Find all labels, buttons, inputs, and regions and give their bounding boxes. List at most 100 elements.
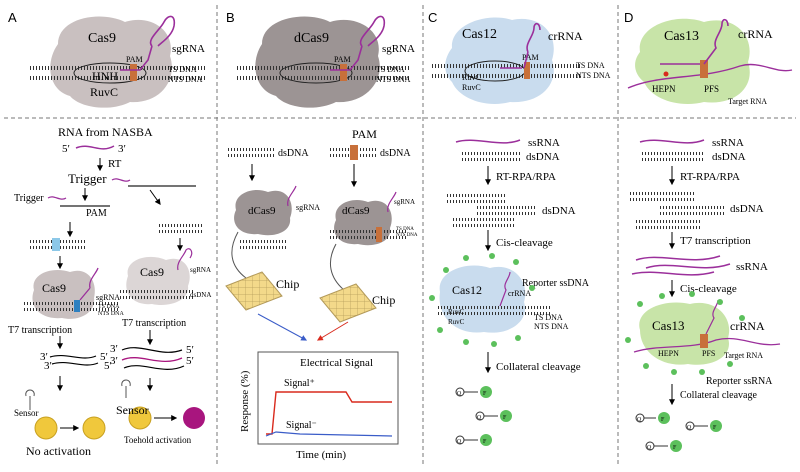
signal-minus-line bbox=[265, 431, 393, 437]
panel-a-letter: A bbox=[8, 10, 17, 25]
sensor-right-label: Sensor bbox=[116, 403, 149, 417]
ts-dna-strand bbox=[30, 66, 205, 70]
chip-right-label: Chip bbox=[372, 293, 395, 307]
crrna-d-label: crRNA bbox=[738, 27, 773, 41]
svg-text:Q: Q bbox=[457, 391, 462, 397]
reporter-ssdna-label: Reporter ssDNA bbox=[522, 278, 590, 289]
svg-text:Q: Q bbox=[637, 417, 642, 423]
trigger-label-2: Trigger bbox=[14, 193, 44, 204]
svg-text:F: F bbox=[713, 425, 717, 431]
dsdna-d2-label: dsDNA bbox=[730, 203, 764, 215]
sensor-left-label: Sensor bbox=[14, 408, 39, 418]
cas9-label: Cas9 bbox=[88, 31, 116, 46]
nts-b-small-label: NTS DNA bbox=[396, 233, 418, 238]
t7-left-label: T7 transcription bbox=[8, 325, 72, 336]
sgrna-hairpin bbox=[120, 15, 176, 71]
reporter-ssrna-label: Reporter ssRNA bbox=[706, 376, 773, 387]
target-rna-label: Target RNA bbox=[728, 97, 767, 106]
svg-text:Q: Q bbox=[457, 439, 462, 445]
toehold-circle bbox=[183, 407, 205, 429]
cleaved-reporter-c1: Q F bbox=[455, 386, 492, 398]
cleaved-reporter-d3: Q F bbox=[645, 440, 682, 452]
panel-d-letter: D bbox=[624, 10, 633, 25]
ts-dna-label: TS DNA bbox=[168, 65, 197, 74]
ssrna-d1-label: ssRNA bbox=[712, 137, 744, 149]
sgrna-right-label: sgRNA bbox=[190, 266, 211, 274]
hepn-label: HEPN bbox=[652, 84, 676, 94]
cas13-protein bbox=[635, 18, 750, 104]
ts-dna-small-label: TS DNA bbox=[98, 304, 120, 310]
panel-c-workflow: ssRNA dsDNA RT-RPA/RPA dsDNA Cis-cleavag… bbox=[429, 137, 590, 446]
right-5prime-b: 5′ bbox=[186, 355, 194, 367]
pfs-label: PFS bbox=[704, 84, 719, 94]
nasba-title: RNA from NASBA bbox=[58, 125, 153, 139]
dcas9-protein bbox=[255, 16, 380, 108]
cas12-complex-label: Cas12 bbox=[452, 283, 482, 297]
dsdna-b1-label: dsDNA bbox=[278, 148, 309, 159]
right-5prime-a: 5′ bbox=[186, 344, 194, 356]
ruvc-label: RuvC bbox=[90, 85, 118, 99]
left-3prime-a: 3′ bbox=[40, 351, 48, 363]
ruvc-c-complex2: RuvC bbox=[448, 318, 465, 326]
svg-text:Q: Q bbox=[687, 425, 692, 431]
trigger-label: Trigger bbox=[68, 171, 107, 186]
hnh-label: HNH bbox=[92, 69, 118, 83]
crrna-c-complex-label: crRNA bbox=[508, 289, 531, 298]
left-5prime-b: 5′ bbox=[104, 360, 112, 372]
nts-dna-strand bbox=[30, 76, 205, 80]
reporter-dots-c bbox=[429, 253, 535, 347]
dsdna-b2-label: dsDNA bbox=[380, 148, 411, 159]
pam-box bbox=[130, 64, 137, 81]
cas12-complex bbox=[439, 265, 526, 333]
cas13-label: Cas13 bbox=[664, 29, 699, 44]
cas9-right-label: Cas9 bbox=[140, 265, 164, 279]
ts-b-label: TS DNA bbox=[376, 65, 405, 74]
left-3prime-b: 3′ bbox=[44, 360, 52, 372]
sgrna-b-label: sgRNA bbox=[382, 43, 415, 55]
chart-ylabel: Response (%) bbox=[239, 370, 251, 432]
nts-b-label: NTS DNA bbox=[376, 75, 411, 84]
collateral-d-label: Collateral cleavage bbox=[680, 390, 757, 401]
pam-b-workflow-label: PAM bbox=[352, 127, 377, 141]
pam-c-label: PAM bbox=[522, 53, 539, 62]
nts-dna-small-label: NTS DNA bbox=[98, 311, 125, 317]
panel-dividers bbox=[4, 5, 796, 467]
sensor-right-circle bbox=[128, 406, 152, 430]
panel-b-workflow: PAM dsDNA dsDNA dCas9 sgRNA Chip dCas9 s… bbox=[225, 127, 418, 461]
nts-dna-label: NTS DNA bbox=[168, 75, 203, 84]
panel-b-top: B dCas9 PAM sgRNA TS DNA NTS DNA bbox=[226, 10, 415, 108]
signal-chart-frame bbox=[257, 351, 399, 445]
pam-trigger-label: PAM bbox=[86, 208, 107, 219]
nts-c-label: NTS DNA bbox=[576, 71, 611, 80]
toehold-label: Toehold activation bbox=[124, 435, 192, 445]
ssrna-c-label: ssRNA bbox=[528, 137, 560, 149]
ssrna-d2-label: ssRNA bbox=[736, 261, 768, 273]
dcas9-left-label: dCas9 bbox=[248, 205, 276, 217]
cis-d-label: Cis-cleavage bbox=[680, 283, 737, 295]
reporter-dots-d bbox=[625, 291, 745, 375]
right-3prime-b: 3′ bbox=[110, 355, 118, 367]
cas12-label: Cas12 bbox=[462, 27, 497, 42]
cas13-complex bbox=[639, 302, 730, 365]
chart-title: Electrical Signal bbox=[300, 357, 373, 369]
sgrna-b-left-label: sgRNA bbox=[296, 203, 320, 212]
t7-right-label: T7 transcription bbox=[122, 318, 186, 329]
sgrna-left-label: sgRNA bbox=[96, 293, 120, 302]
target-rna-d-complex-label: Target RNA bbox=[724, 351, 763, 360]
nasba-3prime: 3′ bbox=[118, 143, 126, 155]
sgrna-b-right-label: sgRNA bbox=[394, 198, 415, 206]
panel-a-top: A Cas9 PAM sgRNA HNH RuvC TS DNA NTS DNA bbox=[8, 10, 205, 108]
panel-d-top: D Cas13 crRNA HEPN PFS Target RNA bbox=[624, 10, 793, 106]
svg-text:F: F bbox=[483, 391, 487, 397]
panel-d-workflow: ssRNA dsDNA RT-RPA/RPA dsDNA T7 transcri… bbox=[625, 137, 781, 452]
ruvc-c-complex1: RuvC bbox=[448, 308, 465, 316]
dsdna-small-label: dsDNA bbox=[190, 291, 211, 299]
svg-text:Q: Q bbox=[647, 445, 652, 451]
nasba-5prime: 5′ bbox=[62, 143, 70, 155]
ruvc-c2-label: RuvC bbox=[462, 83, 481, 92]
dcas9-label: dCas9 bbox=[294, 31, 329, 46]
dcas9-right-label: dCas9 bbox=[342, 205, 370, 217]
ts-c-small-label: TS DNA bbox=[534, 313, 563, 322]
panel-c-top: C Cas12 PAM crRNA RuvC RuvC TS DNA NTS D… bbox=[428, 10, 611, 104]
